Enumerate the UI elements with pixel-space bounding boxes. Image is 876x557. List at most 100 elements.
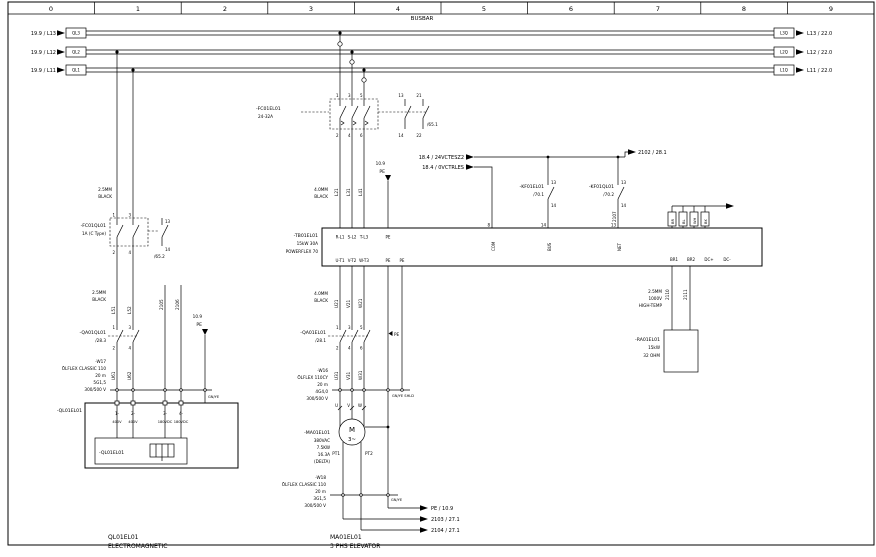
pe-arrow-icon	[388, 331, 393, 336]
cable-length: 20 m	[317, 382, 328, 387]
device-tag: -QL01EL01	[99, 450, 124, 456]
wire-ref[interactable]: 2104 / 27.1	[431, 528, 460, 534]
bus-left-ref[interactable]: 19.9 / L12	[31, 50, 56, 56]
device-rating: 7.5KW	[317, 445, 330, 450]
signal-ref: 18.4 / 0VCTRLES	[422, 165, 464, 171]
breaker-fc01ql01[interactable]: 1 3 2 4 -FC01QL01 1A (C Type) 13 14 /65.…	[81, 213, 171, 260]
ruler-number: 0	[49, 5, 53, 13]
cable-w17[interactable]: -W17 ÖLFLEX CLASSIC 110 20 m 5G1,5 300/5…	[62, 359, 212, 392]
busbar[interactable]: BUSBAR 19.9 / L13 QL3 L3Q L13 / 22.0 19.…	[31, 16, 832, 76]
contact-kf01ql01[interactable]: 13 14 -KF01QL01 /70.2 2107	[589, 157, 627, 228]
device-model: POWERFLEX 70	[286, 249, 319, 254]
terminal-number: 3	[128, 325, 131, 330]
cable-w16[interactable]: -W16 ÖLFLEX 110CY 20 m 4G4,0 300/500 V G…	[297, 368, 414, 401]
terminal-number: 3	[128, 213, 131, 218]
trip-symbol-icon	[340, 120, 369, 126]
wire-number: L41	[358, 188, 363, 196]
bus-row-l12[interactable]: 19.9 / L12 QL2 L2Q L12 / 22.0	[31, 46, 832, 58]
device-tag: -KF01EL01	[520, 184, 545, 190]
function-caption: MA01EL01	[330, 534, 362, 541]
bus-left-tag-box	[65, 46, 87, 58]
contact-kf01el01[interactable]: 13 14 -KF01EL01 /70.1	[520, 157, 557, 228]
bus-right-ref[interactable]: L13 / 22.0	[807, 31, 832, 37]
contactor-qa01ql01[interactable]: 1 3 2 4 -QA01QL01 /28.3	[80, 322, 140, 351]
terminal-number: 13	[398, 93, 404, 98]
drive-terminal: BR1	[670, 257, 679, 262]
ruler-number: 9	[829, 5, 833, 13]
bus-right-tag: L1Q	[780, 68, 788, 73]
plug-connector-icon	[361, 77, 367, 83]
cable-voltage: 300/500 V	[84, 387, 106, 392]
cross-reference[interactable]: /28.3	[95, 338, 106, 343]
ref-arrow-icon	[420, 505, 428, 511]
potential-arrow-icon	[796, 49, 804, 55]
pe-reference-top[interactable]: 10.9 PE	[376, 161, 391, 228]
cross-reference[interactable]: /65.1	[427, 122, 438, 127]
wire-number: 2107	[612, 211, 617, 222]
dnet-connector[interactable]: BR BL WH BK DNET / 55.6	[667, 203, 734, 228]
drive-terminal: W-T3	[359, 258, 369, 263]
wire-number: U21	[334, 299, 339, 308]
page-ref-2104[interactable]: 2104 / 27.1	[361, 527, 460, 534]
signal-0vctrles[interactable]: 18.4 / 0VCTRLES	[422, 164, 493, 228]
wire-number: L31	[346, 188, 351, 196]
bus-right-ref[interactable]: L12 / 22.0	[807, 50, 832, 56]
busbar-title: BUSBAR	[411, 16, 434, 22]
motor-ma01el01[interactable]: U V W M 3~ -MA01EL01 380VAC 7.5KW 16.3A …	[304, 403, 373, 530]
device-tag: -KF01QL01	[589, 184, 614, 190]
terminal-number: 4	[128, 250, 131, 255]
wire-ref-2102[interactable]: 2102 / 28.1	[638, 150, 667, 156]
potential-arrow-icon	[57, 30, 65, 36]
pin-label: BR	[671, 219, 675, 224]
page-ref-pe[interactable]: PE / 10.9	[388, 505, 453, 512]
bus-left-ref[interactable]: 19.9 / L11	[31, 68, 56, 74]
contactor-qa01el01[interactable]: 1 3 5 2 4 6 -QA01EL01 /28.1	[300, 322, 371, 351]
brake-unit-ql01el01[interactable]: -QL01EL01 1- 2- 3- 4- 400V 400V 180VDC 1…	[57, 400, 239, 469]
cross-reference[interactable]: /70.1	[533, 192, 544, 197]
device-tag: -FC01QL01	[81, 223, 106, 229]
signal-24vctesz2[interactable]: 18.4 / 24VCTESZ2 2102 / 28.1	[419, 149, 667, 161]
drive-terminal: BUS	[547, 242, 552, 251]
page-ref-2103[interactable]: 2103 / 27.1	[343, 516, 460, 523]
device-rating: 1A (C Type)	[82, 231, 106, 236]
terminal-number: 13	[165, 219, 171, 224]
device-rating: 15kW	[648, 345, 660, 350]
bus-row-l13[interactable]: 19.9 / L13 QL3 L3Q L13 / 22.0	[31, 27, 832, 39]
cable-voltage: 300/500 V	[306, 396, 328, 401]
aux-contact-fc01ql01[interactable]: 13 14 /65.2	[148, 218, 171, 259]
motor-symbol[interactable]	[338, 418, 366, 446]
cross-reference[interactable]: /28.1	[315, 338, 326, 343]
brake-coil-symbol	[149, 443, 175, 461]
core-color-label: GN/YE SHLD	[392, 394, 414, 398]
ruler-number: 2	[223, 5, 227, 13]
breaker-fc01el01[interactable]: 1 3 5 2 4 6 -FC01EL01 24-32A 13 21 14 22…	[256, 93, 438, 138]
drive-terminal: V-T2	[348, 258, 357, 263]
pe-label: PE	[394, 332, 400, 337]
drive-tb01el01[interactable]: -TB01EL01 15kW 30A POWERFLEX 70 R-L1 S-L…	[286, 223, 763, 267]
cable-w18[interactable]: -W18 ÖLFLEX CLASSIC 110 20 m 3G1,5 300/5…	[282, 475, 403, 508]
pe-reference-left[interactable]: 10.9 PE GN/YE	[193, 314, 220, 403]
motor-terminal: W	[358, 403, 362, 408]
bus-row-l11[interactable]: 19.9 / L11 QL1 L1Q L11 / 22.0	[31, 64, 832, 76]
bus-left-ref[interactable]: 19.9 / L13	[31, 31, 56, 37]
wire-ref[interactable]: 2103 / 27.1	[431, 517, 460, 523]
terminal-number: 14	[621, 203, 627, 208]
resistor-ra01el01[interactable]: 2110 2111 2.5MM 1000V HIGH-TEMP -RA01EL0…	[635, 266, 699, 373]
motor-terminal: U	[335, 403, 338, 408]
cross-reference[interactable]: /65.2	[154, 254, 165, 259]
bus-right-tag-box	[773, 46, 795, 58]
bus-right-tag: L2Q	[780, 50, 788, 55]
thermistor-terminal: PT2	[365, 451, 373, 456]
terminal-number: 4	[348, 133, 351, 138]
signal-ref: 18.4 / 24VCTESZ2	[419, 155, 464, 161]
cross-reference[interactable]: /70.2	[603, 192, 614, 197]
bus-right-ref[interactable]: L11 / 22.0	[807, 68, 832, 74]
page-border	[7, 1, 875, 546]
wire-spec: BLACK	[314, 298, 328, 303]
pe-ref-page: 10.9	[193, 314, 203, 319]
ref-arrow-icon	[202, 329, 208, 335]
terminal-number: 1	[112, 213, 115, 218]
wire-ref[interactable]: PE / 10.9	[431, 506, 453, 512]
bus-taps-left: 2.5MM BLACK	[98, 50, 135, 218]
aux-contacts-fc01el01[interactable]: 13 21 14 22 /65.1	[378, 93, 438, 138]
